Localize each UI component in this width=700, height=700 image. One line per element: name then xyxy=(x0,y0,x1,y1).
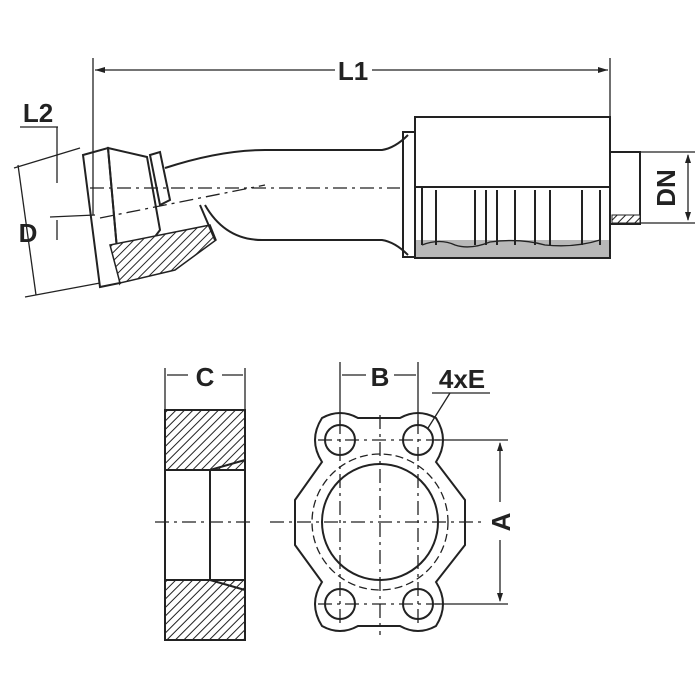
d-label: D xyxy=(19,218,38,248)
c-label: C xyxy=(196,362,215,392)
flange-face-view: B 4xE A xyxy=(270,362,516,635)
l1-label: L1 xyxy=(338,56,368,86)
a-label: A xyxy=(486,512,516,531)
e-label: 4xE xyxy=(439,364,485,394)
b-label: B xyxy=(371,362,390,392)
flange-section-view: C xyxy=(155,362,255,641)
l2-label: L2 xyxy=(23,98,53,128)
dn-label: DN xyxy=(651,169,681,207)
side-view: L1 L2 D xyxy=(13,56,695,298)
